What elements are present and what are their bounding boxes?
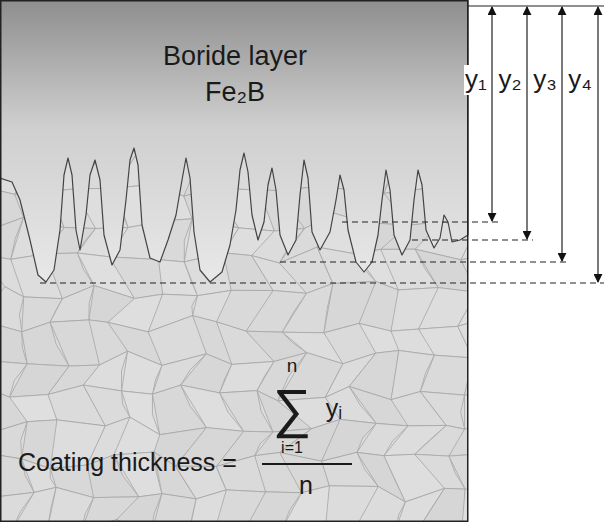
dashed-reference <box>40 282 604 283</box>
dashed-reference <box>412 239 533 240</box>
grain <box>461 253 468 292</box>
boride-layer-shape <box>0 0 468 282</box>
sum-upper-limit: n <box>287 356 298 376</box>
panel-border <box>1 1 468 522</box>
grain <box>83 351 127 391</box>
dimension-arrow <box>597 7 598 282</box>
sum-term: yᵢ <box>326 395 342 421</box>
grain <box>109 257 163 299</box>
dimension-label: y₄ <box>567 65 593 94</box>
dashed-reference <box>280 261 568 262</box>
grain <box>449 420 468 456</box>
grain <box>151 494 196 522</box>
grain <box>50 286 94 323</box>
sum-lower-limit: i=1 <box>281 440 303 457</box>
dimension-lines <box>40 6 604 283</box>
boride-layer-region: Boride layerFe₂B <box>90 38 380 110</box>
grain <box>458 317 468 358</box>
grain <box>352 487 405 522</box>
dimension-label: y₂ <box>497 65 522 94</box>
grain <box>0 287 24 332</box>
dimension-arrow <box>561 7 562 261</box>
dimension-arrow <box>526 7 527 239</box>
dashed-reference <box>342 221 498 222</box>
grain <box>458 287 468 326</box>
dimension-label: y₁ <box>464 65 488 94</box>
grain <box>117 494 162 522</box>
sum-symbol: ∑ <box>273 380 312 437</box>
dimension-label: y₃ <box>532 65 558 94</box>
grain <box>12 487 57 522</box>
grain <box>0 321 27 364</box>
formula-denominator: n <box>299 472 313 498</box>
formula-text: Coating thickness = <box>18 449 237 475</box>
grain <box>420 488 465 522</box>
phase-formula: Fe₂B <box>90 74 380 110</box>
substrate-ground <box>0 0 468 522</box>
grain <box>415 249 468 292</box>
dimension-arrow <box>491 7 492 221</box>
fraction-bar <box>262 463 352 465</box>
region-title: Boride layer <box>90 38 380 74</box>
grain <box>420 355 468 395</box>
grain <box>420 392 464 430</box>
top-reference-line <box>468 5 604 6</box>
grain <box>359 323 399 353</box>
